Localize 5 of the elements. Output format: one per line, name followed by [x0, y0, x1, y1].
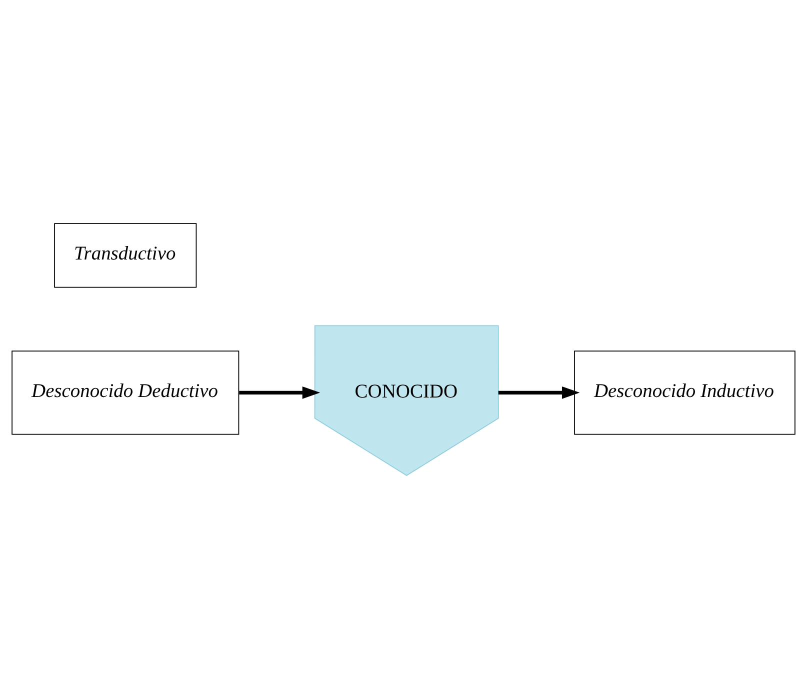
- arrow: [239, 386, 320, 398]
- arrow: [498, 386, 580, 398]
- node-box: Desconocido Inductivo: [574, 350, 796, 434]
- node-box: Desconocido Deductivo: [12, 350, 240, 434]
- node-box: Transductivo: [54, 222, 197, 288]
